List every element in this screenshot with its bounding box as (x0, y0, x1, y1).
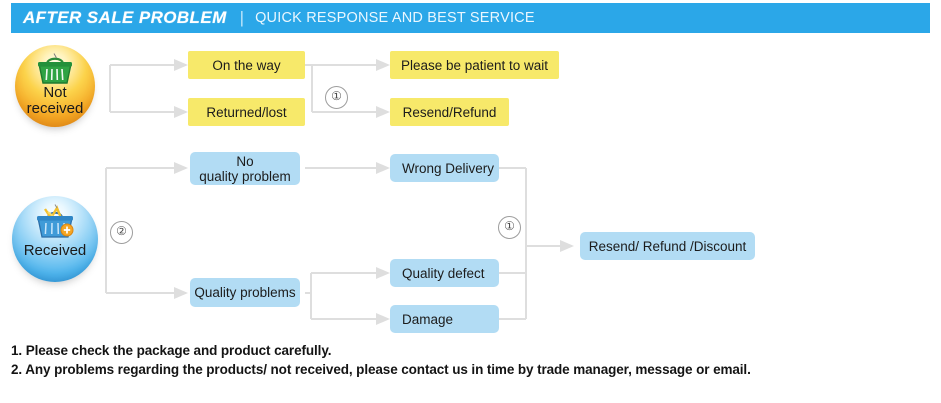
node-wrong-delivery-label: Wrong Delivery (402, 160, 495, 176)
node-on-the-way-label: On the way (212, 57, 281, 73)
marker-step-2-left-label: ② (116, 224, 127, 238)
node-on-the-way[interactable]: On the way (188, 51, 305, 79)
node-not-received[interactable]: Not received (15, 45, 95, 127)
node-resend-refund[interactable]: Resend/Refund (390, 98, 509, 126)
marker-step-2-left: ② (110, 221, 133, 244)
marker-step-1-top-label: ① (331, 89, 342, 103)
footer-note-1: 1. Please check the package and product … (11, 343, 332, 358)
marker-step-1-bottom-label: ① (504, 219, 515, 233)
marker-step-1-top: ① (325, 86, 348, 109)
node-wrong-delivery[interactable]: Wrong Delivery (390, 154, 499, 182)
flow-diagram: Not received Received (0, 33, 941, 339)
page-title: AFTER SALE PROBLEM (23, 8, 227, 27)
node-resend-refund-discount[interactable]: Resend/ Refund /Discount (580, 232, 755, 260)
node-quality-problems-label: Quality problems (194, 285, 296, 300)
node-received-label: Received (23, 242, 87, 259)
footer-note-2: 2. Any problems regarding the products/ … (11, 362, 751, 377)
node-damage[interactable]: Damage (390, 305, 499, 333)
node-quality-defect[interactable]: Quality defect (390, 259, 499, 287)
node-no-quality-problem[interactable]: No quality problem (190, 152, 300, 185)
node-returned-lost[interactable]: Returned/lost (188, 98, 305, 126)
shopping-basket-filled-icon (37, 204, 74, 238)
footer-notes: 1. Please check the package and product … (11, 341, 921, 379)
node-please-wait-label: Please be patient to wait (400, 57, 549, 73)
header-subtitle: QUICK RESPONSE AND BEST SERVICE (255, 10, 535, 26)
header-divider: | (239, 8, 245, 27)
marker-step-1-bottom: ① (498, 216, 521, 239)
node-not-received-label: Not received (26, 84, 84, 117)
node-quality-defect-label: Quality defect (402, 265, 485, 281)
header-banner: AFTER SALE PROBLEM | QUICK RESPONSE AND … (11, 3, 930, 33)
node-resend-refund-discount-label: Resend/ Refund /Discount (588, 238, 747, 254)
node-returned-lost-label: Returned/lost (206, 104, 287, 120)
node-resend-refund-label: Resend/Refund (402, 104, 497, 120)
node-please-wait[interactable]: Please be patient to wait (390, 51, 559, 79)
node-damage-label: Damage (402, 311, 454, 327)
connector-lines (105, 59, 574, 325)
shopping-basket-icon (38, 53, 72, 84)
node-no-quality-problem-label: No quality problem (199, 153, 291, 184)
node-received[interactable]: Received (12, 196, 98, 282)
node-quality-problems[interactable]: Quality problems (190, 278, 300, 307)
